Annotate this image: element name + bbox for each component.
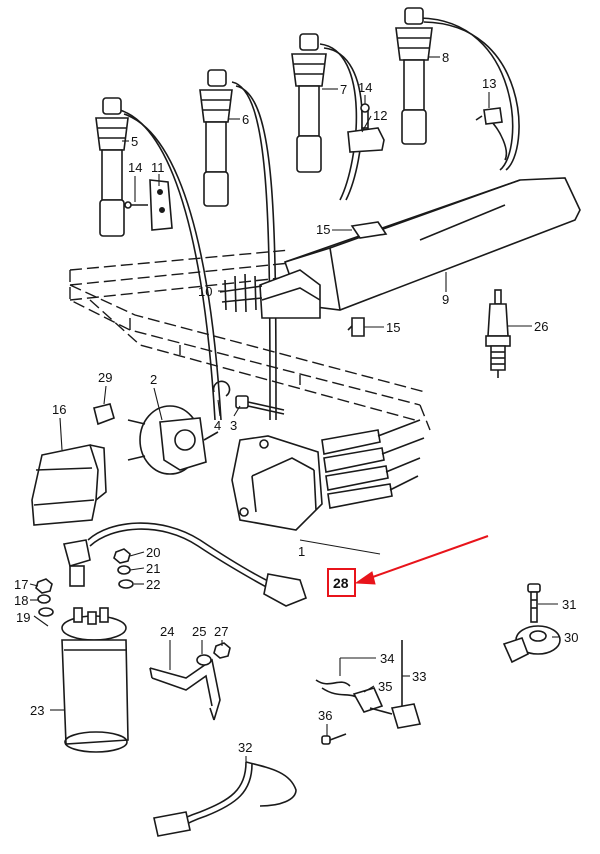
label-10: 10 [198,284,212,299]
ignition-coil-23 [61,607,129,753]
label-14b: 14 [358,80,372,95]
plug-connector-6 [199,69,233,207]
washer-21 [117,565,131,575]
label-5: 5 [131,134,138,149]
label-31: 31 [562,597,576,612]
label-29: 29 [98,370,112,385]
washer-25 [196,654,212,666]
nut-17 [35,578,53,594]
screw-36 [321,733,347,745]
label-16: 16 [52,402,66,417]
nut-27 [213,642,231,659]
label-1: 1 [298,544,305,559]
label-23: 23 [30,703,44,718]
label-35: 35 [378,679,392,694]
label-13: 13 [482,76,496,91]
label-9: 9 [442,292,449,307]
wiring-lead-32 [153,761,297,837]
label-26: 26 [534,319,548,334]
part-number-labels: 1 2 3 4 5 6 7 8 9 10 11 12 13 14 14 15 1… [14,50,578,755]
label-27: 27 [214,624,228,639]
wire-clamp-11 [124,179,173,231]
label-36: 36 [318,708,332,723]
label-8: 8 [442,50,449,65]
label-30: 30 [564,630,578,645]
label-15a: 15 [316,222,330,237]
rotor-cap-16 [31,444,107,526]
distributor-cap-1 [231,435,323,531]
wire-harness-dashed-lines [69,249,431,431]
screw-3 [235,395,285,415]
plug-connector-8 [395,7,433,145]
label-33: 33 [412,669,426,684]
label-28-highlighted: 28 [333,575,349,591]
spark-plug-26 [485,289,511,378]
label-15b: 15 [386,320,400,335]
label-24: 24 [160,624,174,639]
label-17: 17 [14,577,28,592]
wire-comb-10 [219,273,263,313]
label-18: 18 [14,593,28,608]
distributor-2 [127,405,219,475]
sleeve-29 [93,403,115,426]
label-2: 2 [150,372,157,387]
label-11: 11 [151,160,165,175]
label-22: 22 [146,577,160,592]
bolt-31 [527,583,541,623]
label-4: 4 [214,418,221,433]
knock-sensor-30 [502,625,561,664]
plug-connector-5 [95,97,129,237]
washer-19 [38,607,54,617]
mounting-bracket-24 [149,658,221,721]
circlip-4 [212,380,231,397]
label-14a: 14 [128,160,142,175]
wire-clamp-12 [347,103,385,153]
leader-lines [29,56,560,762]
coil-wire-28 [62,522,307,607]
wire-cover-duct [259,177,581,319]
label-34: 34 [380,651,394,666]
label-21: 21 [146,561,160,576]
wire-clip-13 [475,107,503,125]
sensor-harness-33 [315,640,422,729]
retainer-15-top [350,221,388,239]
washer-22 [118,579,134,589]
retainer-15-bottom [347,317,365,337]
label-7: 7 [340,82,347,97]
plug-connector-7 [291,33,327,173]
label-32: 32 [238,740,252,755]
nut-20 [113,548,131,564]
washer-18 [37,594,51,604]
label-25: 25 [192,624,206,639]
label-6: 6 [242,112,249,127]
label-20: 20 [146,545,160,560]
highlight-callout-28 [327,535,489,597]
label-12: 12 [373,108,387,123]
cap-wire-boots [321,419,425,509]
label-3: 3 [230,418,237,433]
label-19: 19 [16,610,30,625]
